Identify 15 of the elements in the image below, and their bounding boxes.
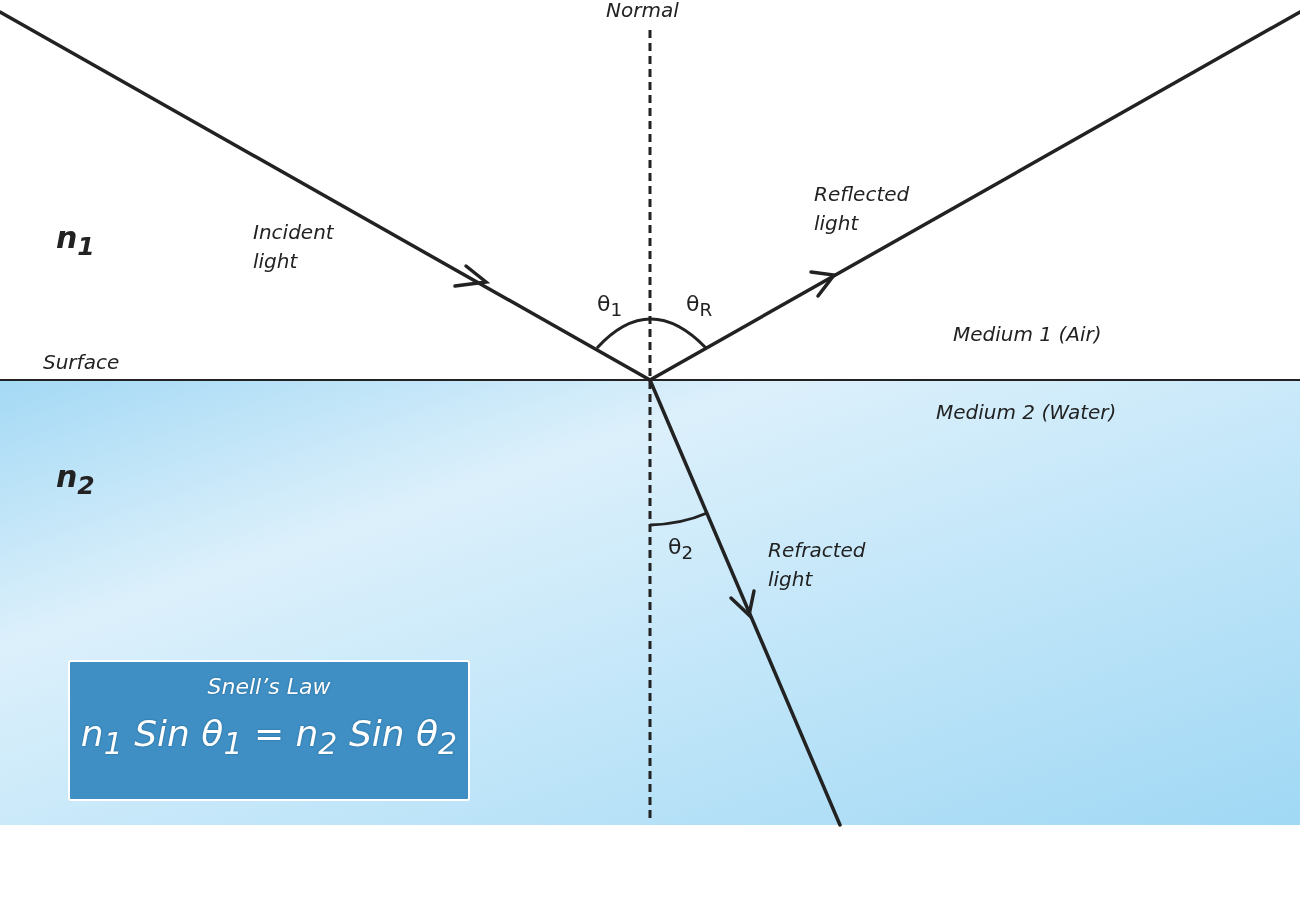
ray-label: Incident light bbox=[253, 219, 335, 275]
box-heading: Snell’s Law bbox=[206, 674, 332, 699]
ray-label: Refracted light bbox=[768, 537, 867, 593]
angle-label: θ$_{2}$ bbox=[668, 533, 694, 566]
refractive-index-label: n$_{1}$ bbox=[56, 219, 95, 263]
formula: n$_{1}$ Sin θ$_{1}$ = n$_{2}$ Sin θ$_{2}$ bbox=[79, 713, 459, 762]
refractive-index-label: n$_{2}$ bbox=[56, 458, 95, 502]
formula-box bbox=[68, 660, 470, 801]
medium-label: Medium 1 (Air) bbox=[953, 321, 1102, 348]
angle-label: θ$_{R}$ bbox=[686, 290, 713, 323]
angle-label: θ$_{1}$ bbox=[597, 290, 623, 323]
ray-label: Reflected light bbox=[814, 181, 911, 237]
axis-label: Normal bbox=[606, 0, 679, 24]
surface-label: Surface bbox=[43, 349, 120, 376]
medium-label: Medium 2 (Water) bbox=[936, 399, 1117, 426]
